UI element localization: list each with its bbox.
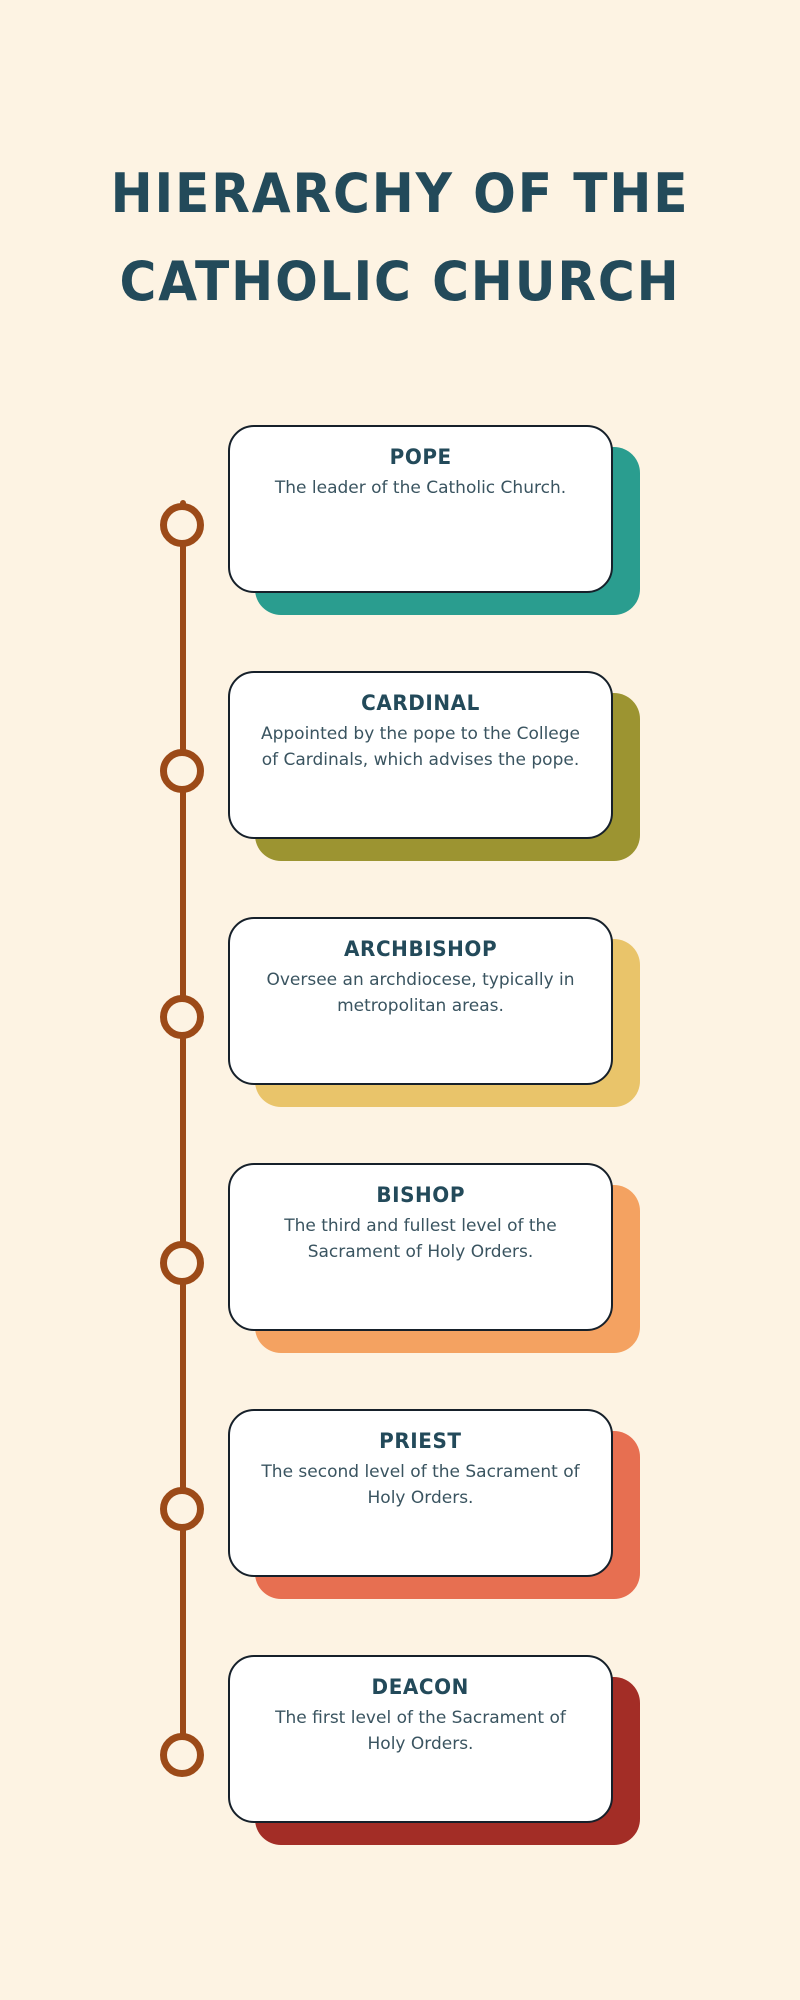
rank-card-wrapper: BISHOP The third and fullest level of the… (228, 1163, 640, 1353)
title-line-2: CATHOLIC CHURCH (119, 250, 681, 313)
timeline-item: ARCHBISHOP Oversee an archdiocese, typica… (0, 917, 800, 1163)
timeline-item: DEACON The first level of the Sacrament o… (0, 1655, 800, 1901)
timeline-item: POPE The leader of the Catholic Church. (0, 425, 800, 671)
rank-card-wrapper: ARCHBISHOP Oversee an archdiocese, typica… (228, 917, 640, 1107)
timeline-node-circle-icon (160, 1241, 204, 1285)
timeline-rail (180, 500, 186, 1750)
timeline-item: PRIEST The second level of the Sacrament … (0, 1409, 800, 1655)
rank-card[interactable]: POPE The leader of the Catholic Church. (228, 425, 613, 593)
rank-card-title: ARCHBISHOP (343, 937, 498, 961)
rank-card-description: Appointed by the pope to the College of … (260, 724, 581, 770)
rank-card[interactable]: CARDINAL Appointed by the pope to the Col… (228, 671, 613, 839)
page-title: HIERARCHY OF THE CATHOLIC CHURCH (0, 150, 800, 326)
rank-card-wrapper: PRIEST The second level of the Sacrament … (228, 1409, 640, 1599)
rank-card[interactable]: PRIEST The second level of the Sacrament … (228, 1409, 613, 1577)
rank-card-wrapper: DEACON The first level of the Sacrament o… (228, 1655, 640, 1845)
rank-card-description: The second level of the Sacrament of Hol… (261, 1462, 580, 1508)
rank-card-title: PRIEST (379, 1429, 462, 1453)
timeline-node-circle-icon (160, 1733, 204, 1777)
timeline-node-circle-icon (160, 503, 204, 547)
timeline-node-circle-icon (160, 995, 204, 1039)
rank-card-title: DEACON (371, 1675, 470, 1699)
timeline-node-circle-icon (160, 749, 204, 793)
rank-card-wrapper: POPE The leader of the Catholic Church. (228, 425, 640, 615)
rank-card-title: POPE (389, 445, 452, 469)
timeline-item: CARDINAL Appointed by the pope to the Col… (0, 671, 800, 917)
rank-card[interactable]: ARCHBISHOP Oversee an archdiocese, typica… (228, 917, 613, 1085)
rank-card[interactable]: DEACON The first level of the Sacrament o… (228, 1655, 613, 1823)
rank-card-description: The first level of the Sacrament of Holy… (275, 1708, 566, 1754)
timeline-item-list: POPE The leader of the Catholic Church. CA… (0, 425, 800, 1901)
rank-card-description: The third and fullest level of the Sacra… (284, 1216, 557, 1262)
title-line-1: HIERARCHY OF THE (110, 162, 690, 225)
timeline-item: BISHOP The third and fullest level of the… (0, 1163, 800, 1409)
rank-card[interactable]: BISHOP The third and fullest level of the… (228, 1163, 613, 1331)
rank-card-title: BISHOP (376, 1183, 465, 1207)
rank-card-wrapper: CARDINAL Appointed by the pope to the Col… (228, 671, 640, 861)
rank-card-description: The leader of the Catholic Church. (274, 478, 567, 498)
rank-card-title: CARDINAL (361, 691, 480, 715)
timeline-node-circle-icon (160, 1487, 204, 1531)
rank-card-description: Oversee an archdiocese, typically in met… (266, 970, 575, 1016)
